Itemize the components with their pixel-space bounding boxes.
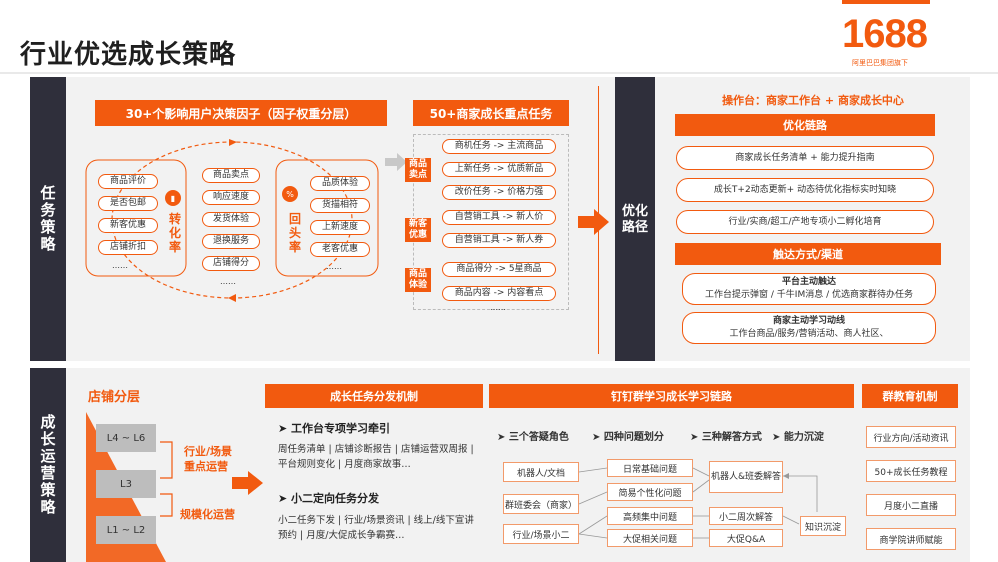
task-3-1: 商品得分 -> 5星商品 (442, 262, 556, 277)
factor-left-more: …… (112, 261, 128, 270)
task-3-2: 商品内容 -> 内容看点 (442, 286, 556, 301)
conversion-icon (165, 190, 181, 206)
dingtalk-col-1: ➤ 三个答疑角色 (497, 432, 569, 443)
chain-item-2: 成长T+2动态更新+ 动态待优化指标实时知晓 (676, 178, 934, 202)
reach-item-2-desc: 工作台商品/服务/营销活动、商人社区、 (729, 329, 889, 339)
task-2-2: 自营销工具 -> 新人券 (442, 233, 556, 248)
task-group-tag-1: 商品卖点 (405, 158, 431, 182)
layers-to-dispatch-arrow (232, 471, 263, 495)
problem-4: 大促相关问题 (607, 529, 693, 547)
reach-item-1-title: 平台主动触达 (781, 277, 836, 287)
factor-center-1: 商品卖点 (202, 168, 260, 183)
reach-item-1: 平台主动触达 工作台提示弹窗 / 千牛IM消息 / 优选商家群待办任务 (682, 273, 936, 305)
factor-left-4: 店铺折扣 (98, 240, 158, 255)
factor-center-4: 退换服务 (202, 234, 260, 249)
task-group-tag-2: 新客优惠 (405, 218, 431, 242)
task-1-1: 商机任务 -> 主流商品 (442, 139, 556, 154)
chain-item-3: 行业/实商/超工/产地专项小二孵化培育 (676, 210, 934, 234)
layer-top: L4 ~ L6 (96, 424, 156, 452)
layer-op-key: 行业/场景重点运营 (184, 445, 233, 473)
dispatch-section-2-body: 小二任务下发 | 行业/场景资讯 | 线上/线下宣讲预约 | 月度/大促成长争霸… (278, 515, 474, 541)
group-edu-item-2: 50+成长任务教程 (866, 460, 956, 482)
group-edu-item-4: 商学院讲师赋能 (866, 528, 956, 550)
cycle-arrow-top (229, 139, 237, 146)
role-1: 机器人/文档 (503, 462, 579, 482)
svg-text:%: % (286, 190, 294, 199)
factors-to-tasks-arrow (385, 153, 407, 171)
task-1-2: 上新任务 -> 优质新品 (442, 162, 556, 177)
tasks-header: 50+商家成长重点任务 (413, 100, 569, 126)
answer-3: 大促Q&A (709, 529, 783, 547)
opt-path-panel (615, 77, 655, 361)
dingtalk-col-3: ➤ 三种解答方式 (690, 432, 762, 443)
repurchase-group-frame (275, 159, 379, 277)
chain-header: 优化链路 (675, 114, 935, 136)
tasks-more: …… (490, 303, 506, 312)
reach-item-2: 商家主动学习动线 工作台商品/服务/营销活动、商人社区、 (682, 312, 936, 344)
group-edu-header: 群教育机制 (862, 384, 958, 408)
group-edu-item-1: 行业方向/活动资讯 (866, 426, 956, 448)
svg-text:▮: ▮ (171, 194, 175, 203)
dingtalk-flow-lines (578, 467, 818, 539)
factor-left-1: 商品评价 (98, 174, 158, 189)
dispatch-section-2-title: ➤ 小二定向任务分发 (278, 492, 380, 505)
role-3: 行业/场景小二 (503, 524, 579, 544)
cycle-arrow-bottom (228, 294, 236, 302)
growth-ops-label: 成长运营策略 (30, 368, 66, 562)
page-title: 行业优选成长策略 (20, 40, 237, 70)
opt-path-label: 优化路径 (621, 204, 648, 235)
logo-subtitle: 阿里巴巴集团旗下 (852, 59, 908, 67)
reach-item-1-desc: 工作台提示弹窗 / 千牛IM消息 / 优选商家群待办任务 (705, 290, 913, 300)
dingtalk-header: 钉钉群学习成长学习链路 (489, 384, 854, 408)
problem-2: 简易个性化问题 (607, 483, 693, 501)
factor-center-more: …… (220, 277, 236, 286)
dispatch-header: 成长任务分发机制 (265, 384, 483, 408)
factor-center-3: 发货体验 (202, 212, 260, 227)
answer-1: 机器人&班委解答 (709, 461, 783, 493)
conversion-rate-label: 转化率 (168, 212, 181, 254)
problem-1: 日常基础问题 (607, 459, 693, 477)
chain-item-1: 商家成长任务清单 + 能力提升指南 (676, 146, 934, 170)
task-group-tag-3: 商品体验 (405, 268, 431, 292)
reach-item-2-title: 商家主动学习动线 (772, 316, 845, 326)
factor-right-4: 老客优惠 (310, 242, 370, 257)
factor-right-3: 上新速度 (310, 220, 370, 235)
problem-3: 高频集中问题 (607, 507, 693, 525)
factor-right-more: …… (326, 262, 342, 271)
factors-header: 30+个影响用户决策因子（因子权重分层） (95, 100, 387, 126)
factor-right-2: 货描相符 (310, 198, 370, 213)
task-1-3: 改价任务 -> 价格力强 (442, 185, 556, 200)
layer-bottom: L1 ~ L2 (96, 516, 156, 544)
header-divider (0, 72, 998, 74)
answer-2: 小二周次解答 (709, 507, 783, 525)
logo-bar (842, 0, 930, 4)
factor-left-3: 新客优惠 (98, 218, 158, 233)
dingtalk-col-2: ➤ 四种问题划分 (592, 432, 664, 443)
store-layer-title: 店铺分层 (88, 390, 141, 405)
group-edu-item-3: 月度小二直播 (866, 494, 956, 516)
layer-middle: L3 (96, 470, 156, 498)
repurchase-rate-label: 回头率 (288, 212, 301, 254)
reach-header: 触达方式/渠道 (675, 243, 941, 265)
path-divider (598, 86, 599, 354)
role-2: 群班委会（商家） (503, 494, 579, 514)
layer-brackets (160, 441, 173, 517)
tasks-to-path-arrow (578, 209, 609, 235)
task-strategy-label: 任务策略 (30, 77, 66, 361)
factor-center-2: 响应速度 (202, 190, 260, 205)
conversion-group-frame (85, 159, 187, 277)
factor-cycle-diagram: ▮ % (85, 139, 379, 302)
factor-left-2: 是否包邮 (98, 196, 158, 211)
layer-op-scale: 规模化运营 (180, 508, 235, 521)
dispatch-section-1-title: ➤ 工作台专项学习牵引 (278, 422, 391, 435)
factor-right-1: 品质体验 (310, 176, 370, 191)
task-2-1: 自营销工具 -> 新人价 (442, 210, 556, 225)
logo: 1688 (842, 12, 928, 56)
factor-center-5: 店铺得分 (202, 256, 260, 271)
repurchase-icon (282, 186, 298, 202)
workbench-title: 操作台：商家工作台 + 商家成长中心 (722, 94, 904, 107)
dispatch-section-1-body: 周任务清单 | 店铺诊断报告 | 店铺运营双周报 | 平台规则变化 | 月度商家… (278, 444, 474, 470)
knowledge-box: 知识沉淀 (800, 516, 846, 536)
dingtalk-col-4: ➤ 能力沉淀 (772, 432, 824, 443)
